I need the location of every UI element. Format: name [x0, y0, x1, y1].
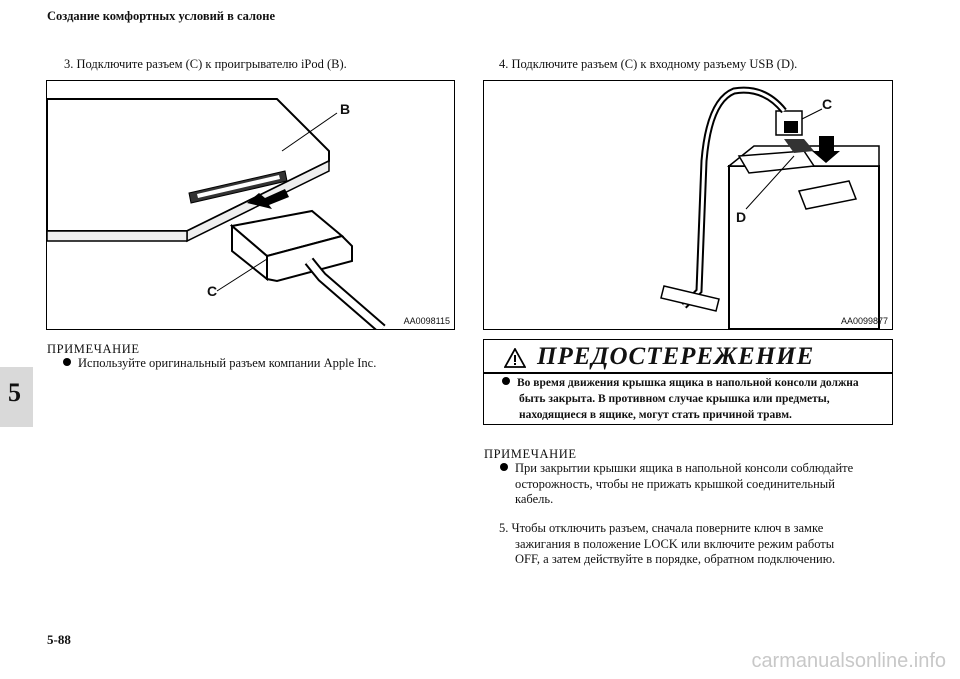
page-header-title: Создание комфортных условий в салоне	[47, 9, 276, 23]
usb-connector-illustration	[660, 86, 880, 330]
step-5-text: 5. Чтобы отключить разъем, сначала повер…	[499, 521, 835, 568]
note-line: осторожность, чтобы не прижать крышкой с…	[515, 476, 835, 491]
chapter-number: 5	[8, 378, 21, 407]
label-d: D	[736, 209, 747, 225]
page-number: 5-88	[47, 632, 71, 647]
warning-triangle-icon	[504, 348, 526, 368]
label-b: B	[340, 101, 351, 117]
warning-title: ПРЕДОСТЕРЕЖЕНИЕ	[537, 343, 815, 370]
warning-line: быть закрыта. В противном случае крышка …	[519, 393, 830, 405]
figure-usb-connector: C D AA0099877	[483, 80, 893, 330]
step-3-text: 3. Подключите разъем (C) к проигрывателю…	[64, 57, 347, 71]
note-heading: ПРИМЕЧАНИЕ	[47, 342, 140, 356]
warning-divider	[484, 372, 892, 374]
figure-ipod-connector: B C AA0098115	[46, 80, 455, 334]
note-line: кабель.	[515, 492, 554, 506]
note-bullet: При закрытии крышки ящика в напольной ко…	[500, 461, 853, 508]
watermark: carmanualsonline.info	[751, 650, 946, 672]
step-5-line: зажигания в положение LOCK или включите …	[515, 536, 835, 551]
label-c: C	[822, 96, 833, 112]
figure-code: AA0099877	[840, 316, 888, 326]
chapter-tab	[0, 367, 33, 427]
warning-line: находящиеся в ящике, могут стать причино…	[519, 409, 792, 421]
bullet-icon	[502, 377, 510, 385]
bullet-icon	[500, 463, 508, 471]
bullet-icon	[63, 358, 71, 366]
figure-code: AA0098115	[403, 316, 450, 326]
warning-line: Во время движения крышка ящика в напольн…	[517, 377, 859, 389]
label-c: C	[207, 283, 218, 299]
warning-text: Во время движения крышка ящика в напольн…	[502, 375, 888, 423]
step-4-text: 4. Подключите разъем (C) к входному разъ…	[499, 57, 798, 71]
ipod-connector-illustration	[46, 98, 386, 334]
step-5-line: 5. Чтобы отключить разъем, сначала повер…	[499, 521, 824, 535]
note-bullet: Используйте оригинальный разъем компании…	[63, 356, 376, 372]
note-line: При закрытии крышки ящика в напольной ко…	[515, 461, 854, 475]
step-5-line: OFF, а затем действуйте в порядке, обрат…	[515, 552, 836, 566]
warning-box: ПРЕДОСТЕРЕЖЕНИЕ Во время движения крышка…	[483, 339, 893, 425]
note-heading: ПРИМЕЧАНИЕ	[484, 447, 577, 461]
note-bullet-text: Используйте оригинальный разъем компании…	[78, 356, 377, 370]
